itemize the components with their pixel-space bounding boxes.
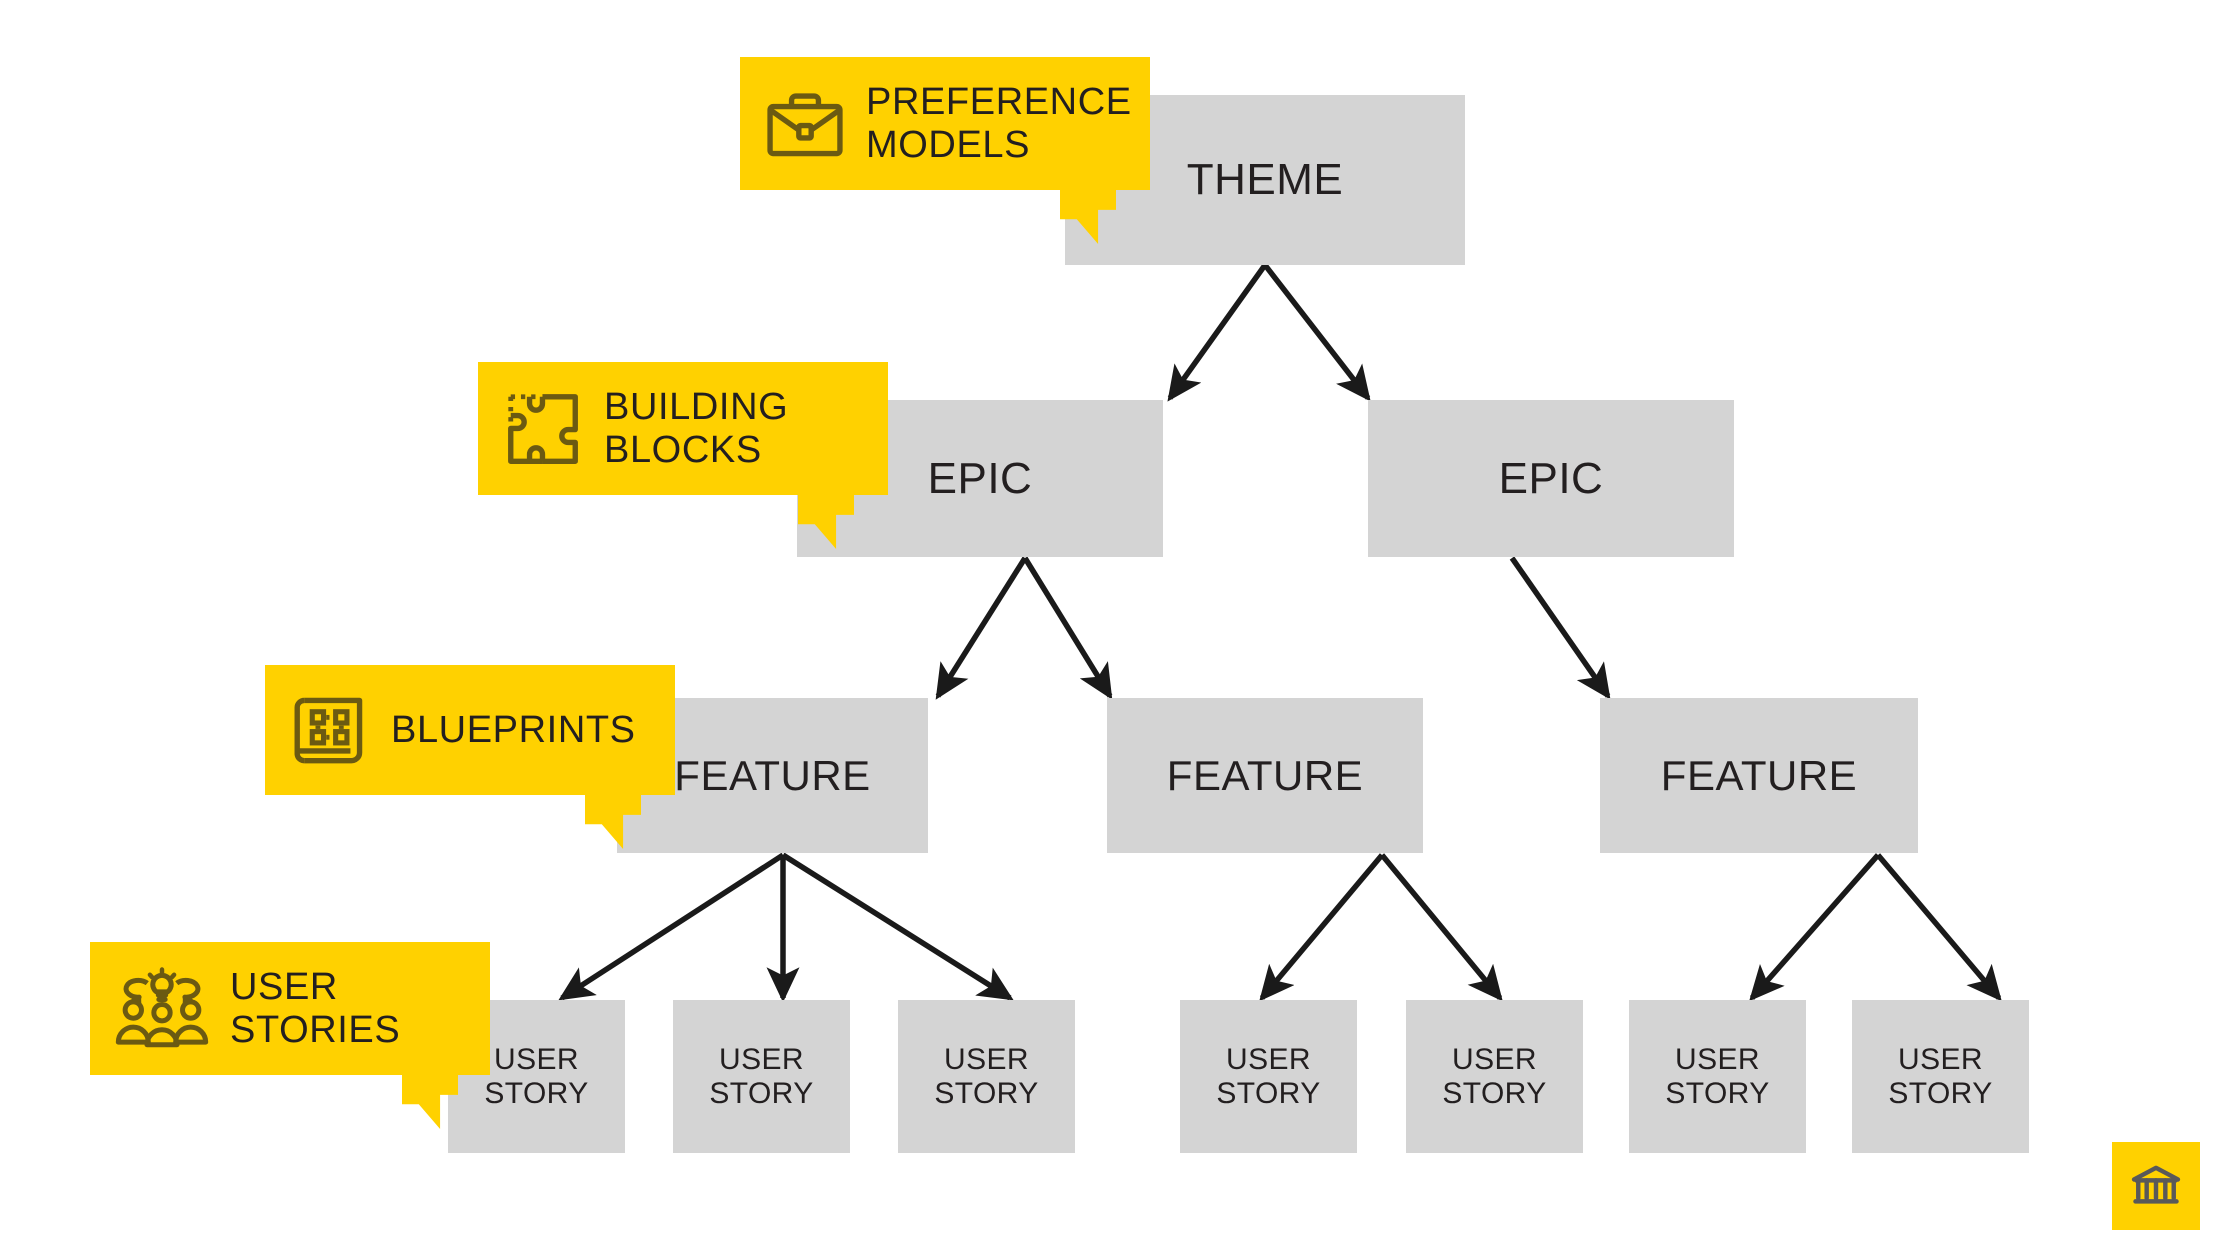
node-feature-2[interactable]: FEATURE bbox=[1107, 698, 1423, 853]
bank-building-icon bbox=[2131, 1165, 2181, 1204]
callout-4[interactable]: USER STORIES bbox=[90, 942, 490, 1075]
briefcase-icon bbox=[762, 81, 848, 167]
node-label: FEATURE bbox=[1660, 751, 1858, 799]
callout-3[interactable]: BLUEPRINTS bbox=[265, 665, 675, 795]
node-label: USER STORY bbox=[1442, 1042, 1547, 1110]
node-story-5[interactable]: USER STORY bbox=[1406, 1000, 1583, 1153]
brand-badge[interactable] bbox=[2112, 1142, 2200, 1230]
callout-label: PREFERENCE MODELS bbox=[866, 80, 1132, 166]
briefcase-icon bbox=[767, 92, 843, 156]
user-group-idea-icon bbox=[115, 966, 209, 1047]
callout-2[interactable]: BUILDING BLOCKS bbox=[478, 362, 888, 495]
callout-label: USER STORIES bbox=[230, 965, 401, 1051]
edge-t1-to-e2 bbox=[1262, 263, 1371, 402]
node-label: USER STORY bbox=[1665, 1042, 1770, 1110]
edge-f2-to-s4 bbox=[1259, 853, 1385, 1002]
node-story-4[interactable]: USER STORY bbox=[1180, 1000, 1357, 1153]
node-label: USER STORY bbox=[934, 1042, 1039, 1110]
edge-t1-to-e1 bbox=[1167, 263, 1268, 402]
node-feature-3[interactable]: FEATURE bbox=[1600, 698, 1918, 853]
node-label: FEATURE bbox=[1166, 751, 1364, 799]
callout-label: BUILDING BLOCKS bbox=[604, 385, 789, 471]
edge-f1-to-s1 bbox=[558, 852, 785, 1001]
node-story-2[interactable]: USER STORY bbox=[673, 1000, 850, 1153]
node-label: USER STORY bbox=[709, 1042, 814, 1110]
node-label: USER STORY bbox=[1216, 1042, 1321, 1110]
user-group-idea-icon bbox=[112, 966, 212, 1052]
puzzle-icon bbox=[500, 386, 586, 472]
blueprint-icon bbox=[287, 687, 373, 773]
puzzle-icon bbox=[508, 393, 578, 464]
edge-f1-to-s3 bbox=[781, 852, 1014, 1001]
node-epic-2[interactable]: EPIC bbox=[1368, 400, 1734, 557]
node-story-6[interactable]: USER STORY bbox=[1629, 1000, 1806, 1153]
callout-1[interactable]: PREFERENCE MODELS bbox=[740, 57, 1150, 190]
node-label: THEME bbox=[1186, 155, 1344, 205]
edge-e1-to-f1 bbox=[935, 556, 1028, 700]
edge-e2-to-f3 bbox=[1509, 556, 1611, 700]
node-label: USER STORY bbox=[1888, 1042, 1993, 1110]
callout-label: BLUEPRINTS bbox=[391, 708, 636, 751]
node-label: EPIC bbox=[927, 453, 1033, 503]
node-story-7[interactable]: USER STORY bbox=[1852, 1000, 2029, 1153]
edge-e1-to-f2 bbox=[1022, 556, 1113, 700]
blueprint-icon bbox=[294, 697, 363, 764]
node-label: USER STORY bbox=[484, 1042, 589, 1110]
node-label: EPIC bbox=[1498, 453, 1604, 503]
node-label: FEATURE bbox=[674, 751, 871, 799]
edge-f3-to-s6 bbox=[1749, 853, 1881, 1002]
node-story-3[interactable]: USER STORY bbox=[898, 1000, 1075, 1153]
edge-f2-to-s5 bbox=[1379, 853, 1503, 1002]
edge-f3-to-s7 bbox=[1875, 853, 2002, 1002]
